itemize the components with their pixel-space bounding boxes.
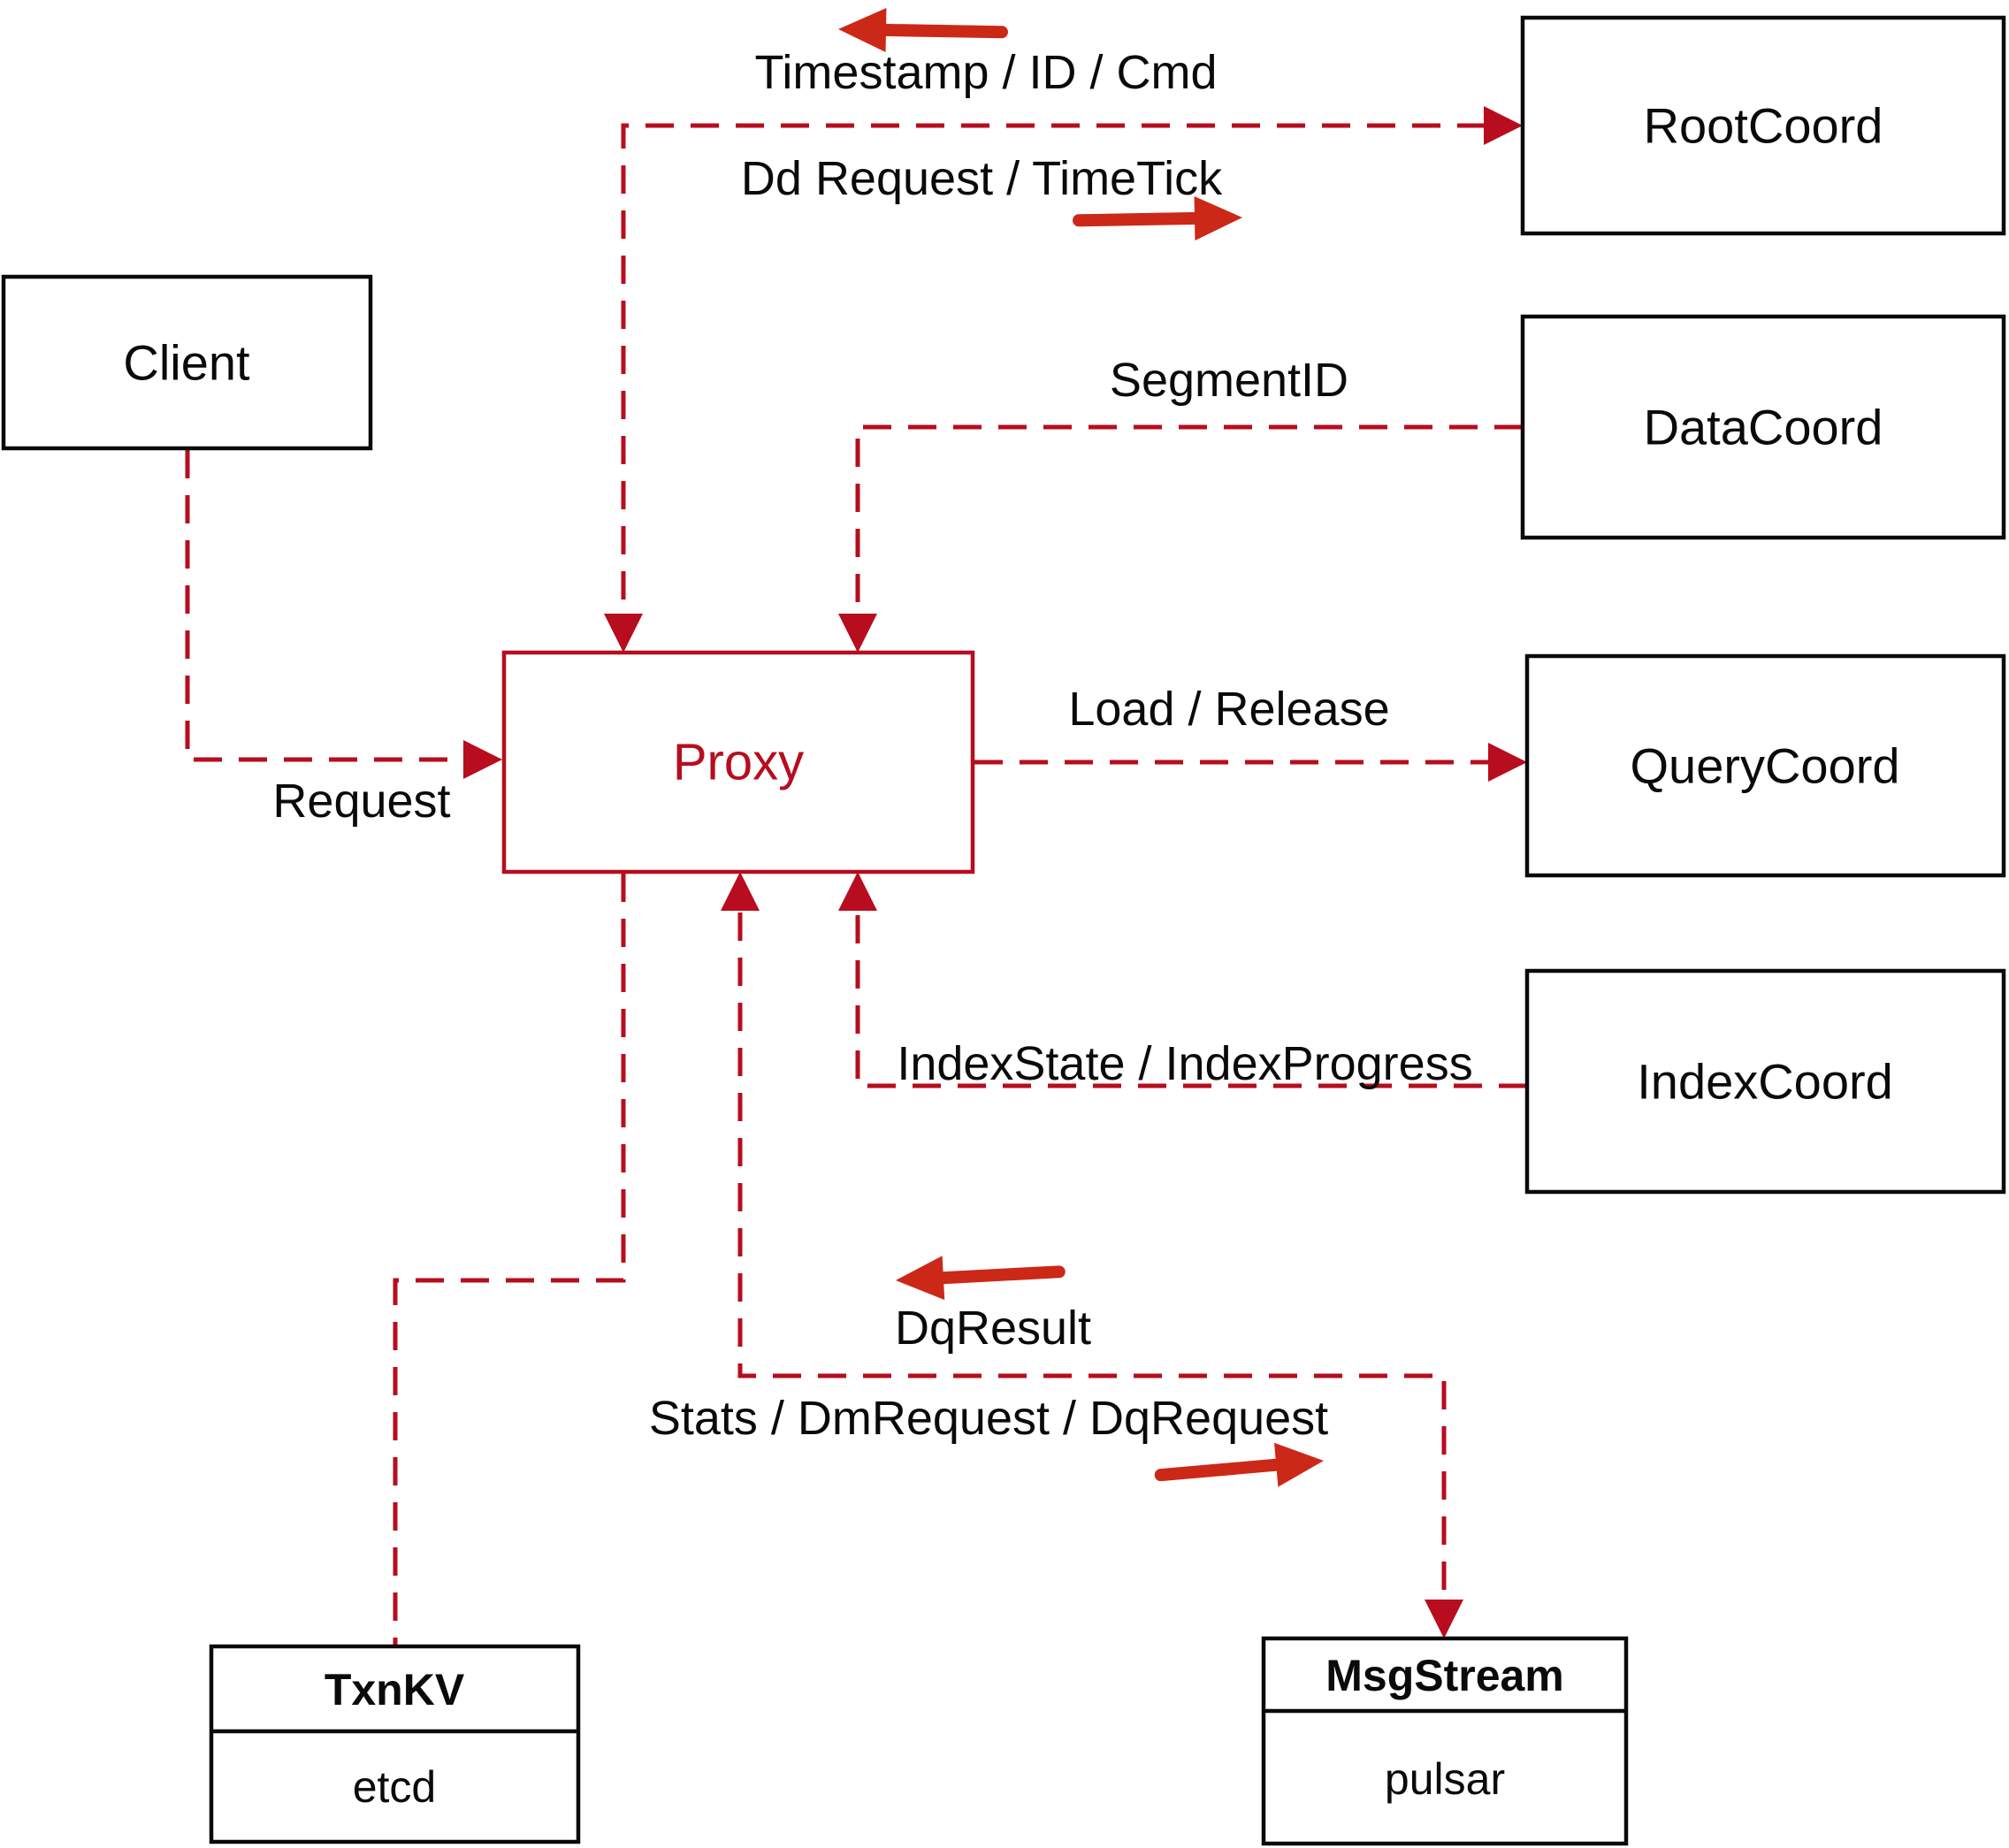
edge-client-proxy-path <box>185 450 463 762</box>
edge-proxy-rootcoord-path <box>621 123 1486 615</box>
direction-arrow-left-dqresult-icon <box>896 1256 1066 1301</box>
direction-arrow-right-ddrequest-icon <box>1073 195 1242 241</box>
arrowhead-into-proxy-left <box>463 740 502 779</box>
proxy-label: Proxy <box>673 734 804 791</box>
edge-label-load-release: Load / Release <box>1068 683 1389 736</box>
arrowhead-into-querycoord <box>1488 743 1527 782</box>
edge-proxy-querycoord <box>974 743 1527 782</box>
edge-label-indexstate-indexprogress: IndexState / IndexProgress <box>897 1037 1472 1090</box>
edge-proxy-msgstream <box>721 872 1463 1638</box>
node-querycoord: QueryCoord <box>1524 653 2006 878</box>
node-datacoord: DataCoord <box>1520 314 2006 540</box>
node-client: Client <box>1 274 373 451</box>
node-txnkv: TxnKV etcd <box>209 1644 581 1844</box>
querycoord-box <box>1524 653 2006 878</box>
rootcoord-label: RootCoord <box>1644 98 1883 154</box>
indexcoord-box <box>1524 968 2006 1195</box>
txnkv-box <box>209 1644 581 1844</box>
edge-client-proxy <box>185 450 502 779</box>
edge-label-segmentid: SegmentID <box>1110 354 1348 407</box>
querycoord-label: QueryCoord <box>1630 738 1899 794</box>
node-rootcoord: RootCoord <box>1520 15 2006 236</box>
arrowhead-into-rootcoord <box>1484 106 1523 145</box>
edge-label-dd-request-timetick: Dd Request / TimeTick <box>741 152 1223 205</box>
arrowhead-into-proxy-top-right <box>838 614 877 653</box>
arrowhead-into-msgstream <box>1425 1600 1463 1638</box>
edge-label-stats-dmrequest-dqrequest: Stats / DmRequest / DqRequest <box>649 1392 1328 1445</box>
edge-proxy-rootcoord <box>604 106 1523 653</box>
arrowhead-into-proxy-top-left <box>604 614 643 653</box>
edge-label-timestamp-id-cmd: Timestamp / ID / Cmd <box>754 46 1217 99</box>
edge-datacoord-proxy-path <box>855 424 1523 615</box>
edge-indexcoord-proxy <box>838 872 1527 1088</box>
edge-datacoord-proxy <box>838 424 1523 653</box>
edge-proxy-msgstream-path <box>737 913 1447 1600</box>
msgstream-box <box>1261 1636 1629 1846</box>
edge-label-dqresult: DqResult <box>895 1302 1091 1355</box>
client-box <box>1 274 373 451</box>
arrowhead-into-proxy-bottom-right <box>838 872 877 911</box>
arrowhead-into-proxy-bottom-mid <box>721 872 760 911</box>
edge-proxy-txnkv-path <box>393 874 626 1645</box>
proxy-box <box>501 650 975 874</box>
direction-arrow-right-stats-icon <box>1154 1442 1324 1487</box>
datacoord-label: DataCoord <box>1644 400 1883 455</box>
edge-indexcoord-proxy-path <box>855 913 1527 1088</box>
direction-arrow-left-timestamp-icon <box>838 7 1008 52</box>
edge-proxy-txnkv <box>393 874 626 1645</box>
msgstream-title: MsgStream <box>1325 1651 1564 1700</box>
datacoord-box <box>1520 314 2006 540</box>
txnkv-title: TxnKV <box>325 1665 465 1714</box>
msgstream-impl: pulsar <box>1385 1754 1505 1804</box>
node-proxy: Proxy <box>501 650 975 874</box>
indexcoord-label: IndexCoord <box>1637 1054 1893 1110</box>
txnkv-impl: etcd <box>353 1762 437 1812</box>
node-msgstream: MsgStream pulsar <box>1261 1636 1629 1846</box>
client-label: Client <box>123 335 250 391</box>
node-indexcoord: IndexCoord <box>1524 968 2006 1195</box>
rootcoord-box <box>1520 15 2006 236</box>
edge-label-request: Request <box>272 775 450 828</box>
